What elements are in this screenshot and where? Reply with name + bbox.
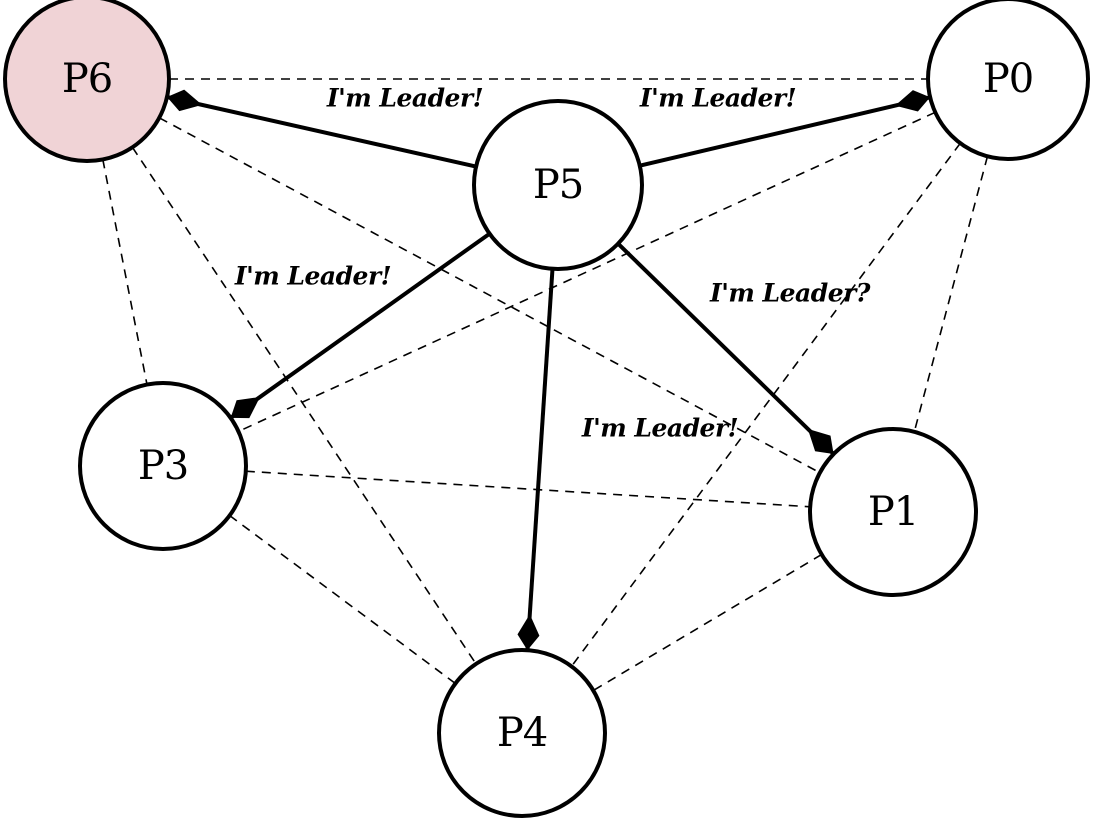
network-links — [102, 78, 989, 692]
node-label: P5 — [533, 162, 583, 208]
link-p6-p3 — [102, 159, 148, 385]
node-label: P3 — [138, 443, 188, 489]
message-p5-p4 — [517, 268, 555, 651]
message-p5-p1 — [616, 242, 836, 456]
message-line — [616, 242, 836, 456]
message-label-p1: I'm Leader? — [709, 279, 871, 308]
message-p5-p0 — [639, 90, 931, 168]
message-labels: I'm Leader! I'm Leader! I'm Leader! I'm Lea… — [234, 84, 871, 443]
link-p1-p4 — [592, 553, 823, 692]
message-label-p6: I'm Leader! — [326, 84, 483, 113]
arrowhead — [230, 397, 260, 419]
node-label: P6 — [62, 56, 112, 102]
leader-messages — [166, 89, 931, 651]
message-line — [639, 95, 931, 168]
link-p3-p4 — [229, 514, 456, 685]
arrowhead — [807, 428, 834, 454]
link-p3-p1 — [245, 470, 811, 508]
message-p5-p3 — [229, 232, 491, 420]
node-p5: P5 — [472, 99, 644, 271]
link-p6-p4 — [131, 146, 477, 665]
node-circle — [437, 648, 607, 818]
node-p3: P3 — [78, 381, 248, 551]
arrowhead — [895, 90, 931, 112]
node-p0: P0 — [926, 0, 1090, 161]
message-label-p0: I'm Leader! — [639, 84, 796, 113]
message-line — [229, 232, 491, 420]
message-line — [525, 268, 555, 651]
message-label-p3: I'm Leader! — [234, 262, 391, 291]
node-label: P0 — [983, 56, 1033, 102]
node-label: P4 — [497, 710, 547, 756]
node-p4: P4 — [437, 648, 607, 818]
link-p6-p1 — [158, 117, 821, 474]
node-label: P1 — [868, 489, 918, 535]
link-p0-p4 — [570, 142, 961, 667]
node-p6: P6 — [3, 0, 171, 163]
node-circle — [3, 0, 171, 163]
arrowhead — [517, 614, 540, 651]
node-p1: P1 — [808, 427, 978, 597]
message-p5-p6 — [166, 89, 477, 169]
message-label-p4: I'm Leader! — [581, 414, 738, 443]
node-circle — [926, 0, 1090, 161]
node-circle — [472, 99, 644, 271]
node-circle — [78, 381, 248, 551]
arrowhead — [167, 89, 203, 112]
link-p0-p1 — [913, 156, 989, 432]
node-circle — [808, 427, 978, 597]
message-line — [166, 95, 477, 169]
